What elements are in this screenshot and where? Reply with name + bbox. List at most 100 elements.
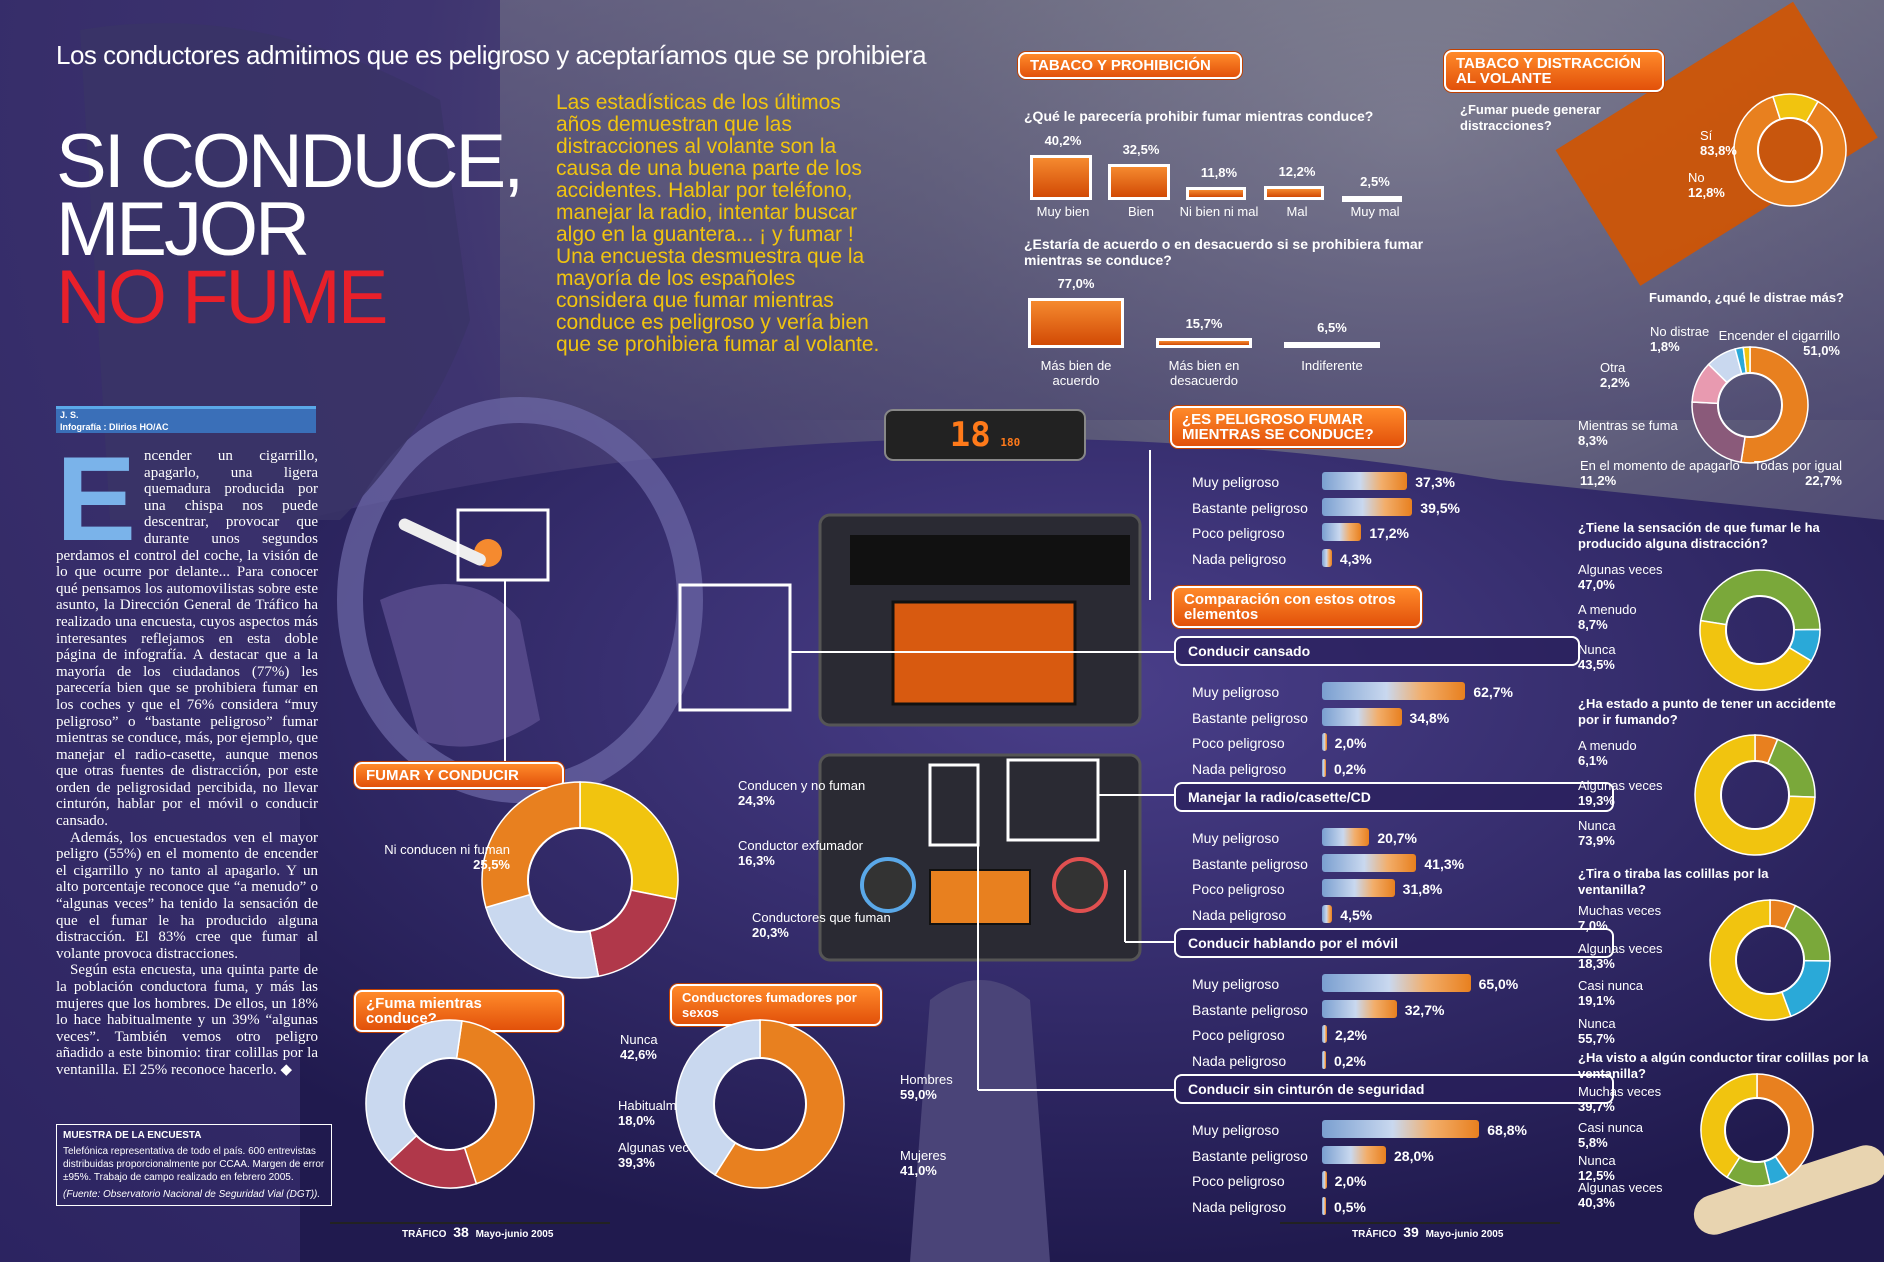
row-value: 28,0% xyxy=(1394,1147,1434,1164)
conducir-sin-cinturon-de-seguridad-bar-nada-peligroso xyxy=(1322,1196,1326,1215)
title-line2: MEJOR xyxy=(56,187,310,272)
bar-category-bien: Bien xyxy=(1127,204,1155,219)
gear-lever xyxy=(910,980,1050,1262)
highlight-box-console xyxy=(928,763,980,847)
group-header-manejar-la-radio-casette-cd: Manejar la radio/casette/CD xyxy=(1174,782,1614,812)
row-label: Nada peligroso xyxy=(1192,760,1287,777)
conducir-hablando-por-el-movil-bar-bastante-peligroso xyxy=(1322,999,1397,1018)
bar-category-mas-bien-de-acuerdo: Más bien de acuerdo xyxy=(1040,358,1112,388)
tag-fumar-conducir: FUMAR Y CONDUCIR xyxy=(354,762,564,789)
conducir-cansado-bar-bastante-peligroso xyxy=(1322,707,1402,726)
q-genera-distraccion: ¿Fumar puede generar distracciones? xyxy=(1460,102,1601,133)
row-label: Muy peligroso xyxy=(1192,830,1280,846)
row-value: 32,7% xyxy=(1404,1001,1445,1018)
bar-label-muy-bien: 40,2% xyxy=(1044,133,1082,149)
lede: Las estadísticas de los últimos años dem… xyxy=(556,91,880,356)
bar-label-indiferente: 6,5% xyxy=(1317,320,1347,335)
conducir-sin-cinturon-de-seguridad-row-muy-peligroso: Muy peligroso 68,8% xyxy=(1188,1118,1588,1142)
row-label: Muy peligroso xyxy=(1192,684,1280,700)
display-small: 180 xyxy=(1000,436,1021,449)
row-label: Muy peligroso xyxy=(1192,474,1280,490)
conducir-sin-cinturon-de-seguridad-bar-muy-peligroso xyxy=(1322,1120,1480,1138)
display-main: 18 xyxy=(949,415,991,455)
q-colillas: ¿Tira o tiraba las colillas por la venta… xyxy=(1578,866,1769,897)
bar-muy-mal xyxy=(1342,196,1402,202)
row-value: 31,8% xyxy=(1402,881,1443,897)
conducir-sin-cinturon-de-seguridad-bar-poco-peligroso xyxy=(1322,1171,1327,1189)
temp-knob-left xyxy=(860,857,916,913)
bar-mas-bien-de-acuerdo xyxy=(1028,297,1124,348)
row-label: Nada peligroso xyxy=(1192,1198,1287,1215)
muestra-source: (Fuente: Observatorio Nacional de Seguri… xyxy=(63,1189,321,1200)
cigarette-foreground xyxy=(1693,1145,1884,1235)
bar-label-muy-mal: 2,5% xyxy=(1360,174,1390,189)
body-p1: ncender un cigarrillo, apagarlo, una lig… xyxy=(56,448,319,830)
footer-left: TRÁFICO 38 Mayo-junio 2005 xyxy=(330,1222,610,1240)
footer-right-mag: TRÁFICO xyxy=(1352,1229,1397,1240)
bar-category-ni-bien-ni-mal: Ni bien ni mal xyxy=(1179,204,1259,219)
footer-left-page: 38 xyxy=(453,1224,469,1240)
row-value: 17,2% xyxy=(1369,525,1410,541)
body-p3: Según esta encuesta, una quinta parte de… xyxy=(56,962,318,1078)
tag-tabaco-distraccion: TABACO Y DISTRACCIÓN AL VOLANTE xyxy=(1444,50,1664,92)
bar-label-bien: 32,5% xyxy=(1122,141,1160,157)
dash-display-housing xyxy=(884,409,1086,461)
row-value: 34,8% xyxy=(1409,709,1450,726)
bar-label-mas-bien-de-acuerdo: 77,0% xyxy=(1057,275,1095,291)
muestra-text: Telefónica representativa de todo el paí… xyxy=(63,1146,325,1183)
title-line1: SI CONDUCE, xyxy=(56,119,524,204)
row-value: 0,5% xyxy=(1334,1198,1366,1215)
footer-left-mag: TRÁFICO xyxy=(402,1229,447,1240)
conducir-hablando-por-el-movil-row-muy-peligroso: Muy peligroso 65,0% xyxy=(1188,972,1588,996)
row-value: 4,5% xyxy=(1340,906,1373,923)
bar-category-muy-mal: Muy mal xyxy=(1350,204,1400,219)
peligroso-bar-bastante-peligroso xyxy=(1322,497,1413,516)
cigarette-pack xyxy=(1555,1,1878,286)
row-value: 2,2% xyxy=(1335,1027,1367,1043)
conducir-sin-cinturon-de-seguridad-row-nada-peligroso: Nada peligroso 0,5% xyxy=(1188,1195,1588,1219)
infografia-credit: Infografía : Dlirios HO/AC xyxy=(56,421,316,433)
q-acuerdo: ¿Estaría de acuerdo o en desacuerdo si s… xyxy=(1024,236,1424,268)
bar-bien xyxy=(1108,163,1170,200)
climate-panel xyxy=(818,753,1142,962)
connector-lines xyxy=(504,450,1174,1091)
row-value: 68,8% xyxy=(1487,1122,1527,1138)
climate-display xyxy=(929,869,1031,925)
row-label: Nada peligroso xyxy=(1192,906,1287,923)
row-value: 65,0% xyxy=(1478,976,1519,992)
row-value: 20,7% xyxy=(1377,830,1418,846)
manejar-la-radio-casette-cd-row-nada-peligroso: Nada peligroso 4,5% xyxy=(1188,903,1588,927)
row-value: 2,0% xyxy=(1334,735,1367,751)
row-label: Bastante peligroso xyxy=(1192,855,1308,872)
survey-sample-box: MUESTRA DE LA ENCUESTA Telefónica repres… xyxy=(56,1124,332,1206)
conducir-sin-cinturon-de-seguridad-bar-bastante-peligroso xyxy=(1322,1145,1386,1164)
tag-es-peligroso: ¿ES PELIGROSO FUMAR MIENTRAS SE CONDUCE? xyxy=(1170,406,1406,448)
conducir-hablando-por-el-movil-bar-nada-peligroso xyxy=(1322,1050,1326,1069)
row-label: Poco peligroso xyxy=(1192,1027,1285,1043)
air-vents xyxy=(850,535,1130,585)
q-que-distrae: Fumando, ¿qué le distrae más? xyxy=(1648,290,1844,305)
group-header-conducir-hablando-por-el-movil: Conducir hablando por el móvil xyxy=(1174,928,1614,958)
peligroso-bar-muy-peligroso xyxy=(1322,472,1408,490)
tag-tabaco-prohibicion: TABACO Y PROHIBICIÓN xyxy=(1018,52,1242,79)
row-label: Bastante peligroso xyxy=(1192,499,1308,516)
row-label: Muy peligroso xyxy=(1192,1122,1280,1138)
row-label: Muy peligroso xyxy=(1192,976,1280,992)
credits: J. S. Infografía : Dlirios HO/AC xyxy=(56,406,316,435)
manejar-la-radio-casette-cd-bar-bastante-peligroso xyxy=(1322,853,1417,872)
peligroso-bar-poco-peligroso xyxy=(1322,523,1362,541)
row-value: 4,3% xyxy=(1339,550,1372,567)
bar-indiferente xyxy=(1284,342,1380,348)
body-text: E ncender un cigarrillo, apagarlo, una l… xyxy=(56,439,319,1079)
